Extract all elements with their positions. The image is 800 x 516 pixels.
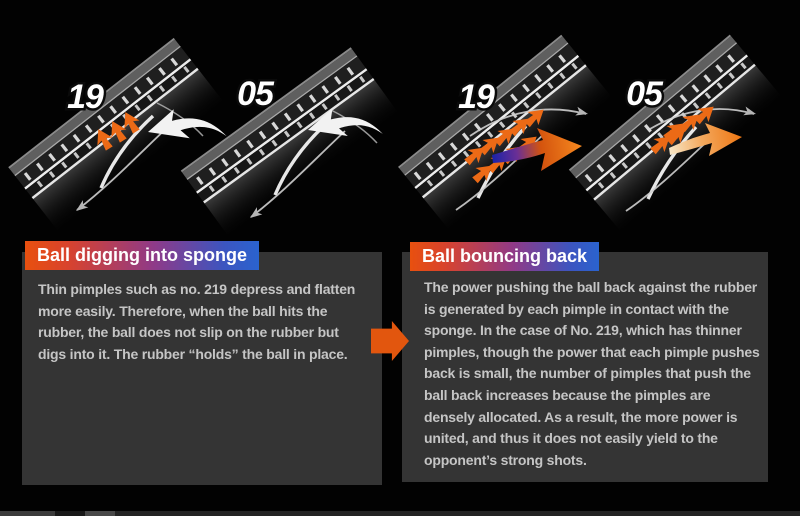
rubber-number-label: 05 bbox=[626, 75, 664, 113]
panel-digging-title: Ball digging into sponge bbox=[25, 241, 259, 270]
incoming-trajectory-line bbox=[156, 102, 204, 137]
diagram-bouncing-05: 05 bbox=[568, 34, 785, 235]
outgoing-trajectory-line bbox=[469, 108, 587, 137]
timeline-segment bbox=[115, 511, 800, 516]
rebound-power-arrow-icon bbox=[492, 128, 582, 171]
rubber-number-label: 19 bbox=[458, 78, 495, 116]
rubber-number-label: 19 bbox=[67, 78, 104, 116]
diagram-digging-19: 19 bbox=[8, 37, 227, 234]
ball-path-curve bbox=[250, 130, 346, 218]
panel-digging bbox=[22, 252, 382, 485]
panel-bouncing-body: The power pushing the ball back against … bbox=[424, 279, 760, 468]
ball-path-curve bbox=[99, 114, 155, 189]
panel-digging-body: Thin pimples such as no. 219 depress and… bbox=[38, 281, 356, 362]
diagram-digging-05: 05 bbox=[180, 47, 401, 240]
panel-bouncing bbox=[402, 252, 768, 482]
timeline-segment bbox=[0, 511, 55, 516]
rebound-power-arrow-icon bbox=[669, 123, 742, 156]
timeline-segment bbox=[55, 511, 85, 516]
timeline-segment bbox=[85, 511, 115, 516]
diagram-bouncing-19: 19 bbox=[398, 34, 615, 233]
rubber-strip-icon bbox=[180, 47, 401, 240]
video-timeline[interactable] bbox=[0, 511, 800, 516]
rubber-number-label: 05 bbox=[237, 75, 275, 113]
panel-bouncing-title: Ball bouncing back bbox=[410, 242, 600, 271]
